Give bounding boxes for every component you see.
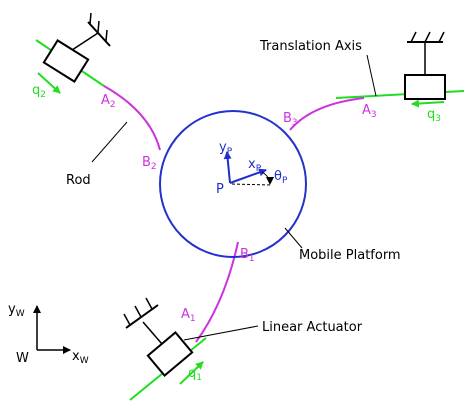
mobile-platform [159, 110, 307, 258]
rod-2 [103, 85, 161, 151]
joint-a2-label: A2 [101, 93, 116, 110]
rod-3 [289, 97, 365, 131]
rod-leader [91, 121, 128, 163]
joint-b3-label: B3 [283, 111, 298, 128]
q1-label: q1 [188, 366, 202, 383]
platform-x-label: xP [248, 157, 262, 174]
q2-label: q2 [32, 83, 46, 100]
q3-arrow [411, 99, 445, 108]
linear-actuator-1 [123, 297, 194, 377]
translation-axis-label: Translation Axis [259, 39, 362, 54]
joint-a3-label: A3 [362, 103, 377, 120]
platform-origin-label: P [216, 182, 224, 197]
world-x-label: xW [72, 349, 89, 366]
rod-label: Rod [66, 173, 91, 188]
mobile-platform-leader [284, 227, 303, 249]
q3-label: q3 [427, 107, 441, 124]
translation-axis-leader [366, 54, 377, 97]
theta-arc [261, 171, 274, 185]
platform-y-label: yP [219, 140, 233, 157]
joint-b2-label: B2 [142, 155, 157, 172]
linear-actuator-2 [42, 12, 111, 83]
platform-x-axis [229, 168, 267, 184]
platform-theta-label: θP [274, 169, 288, 186]
joint-a1-label: A1 [181, 307, 196, 324]
joint-b1-label: B1 [240, 247, 255, 264]
rod-1 [195, 241, 239, 343]
world-origin-label: W [16, 351, 29, 366]
mobile-platform-label: Mobile Platform [299, 248, 401, 263]
linear-actuator-label: Linear Actuator [262, 320, 363, 335]
q2-arrow [37, 72, 61, 94]
linear-actuator-leader [183, 325, 259, 341]
q1-arrow [179, 361, 204, 385]
world-y-label: yW [8, 302, 25, 319]
platform-y-axis [223, 151, 232, 184]
linear-actuator-3 [404, 31, 446, 100]
platform-reference-line [231, 183, 273, 186]
